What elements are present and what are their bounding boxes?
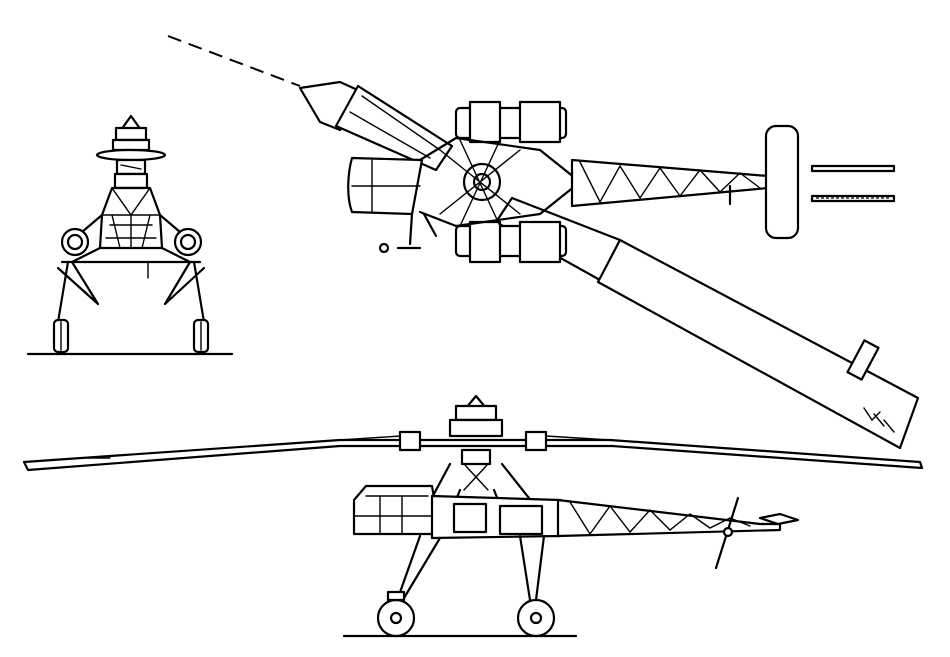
top-rotor-blade-phantom <box>167 35 301 87</box>
front-view <box>26 114 234 356</box>
side-tail-fin <box>758 512 800 526</box>
side-view <box>22 394 924 638</box>
top-blade-right-tab <box>846 339 880 381</box>
side-rotor-blades <box>22 438 924 472</box>
side-tail-boom <box>556 498 782 538</box>
side-engine-rear <box>498 504 544 536</box>
front-landing-gear <box>52 260 210 354</box>
front-rotor-head <box>95 114 167 190</box>
side-blade-cuffs <box>339 430 611 452</box>
side-pylons <box>418 462 542 522</box>
front-fuselage <box>98 186 164 250</box>
front-outriggers <box>60 213 203 264</box>
top-landing-gear <box>396 212 438 250</box>
side-rotor-head <box>448 394 504 491</box>
side-engine-front <box>452 502 488 534</box>
top-view <box>167 35 920 450</box>
top-blade-right <box>596 238 920 450</box>
top-stabilizer <box>764 124 800 240</box>
side-cockpit <box>352 484 442 536</box>
top-blade-left <box>334 84 454 172</box>
side-landing-gear <box>376 534 556 638</box>
top-tail-rotor <box>810 164 896 203</box>
top-engines-hub <box>418 100 582 264</box>
